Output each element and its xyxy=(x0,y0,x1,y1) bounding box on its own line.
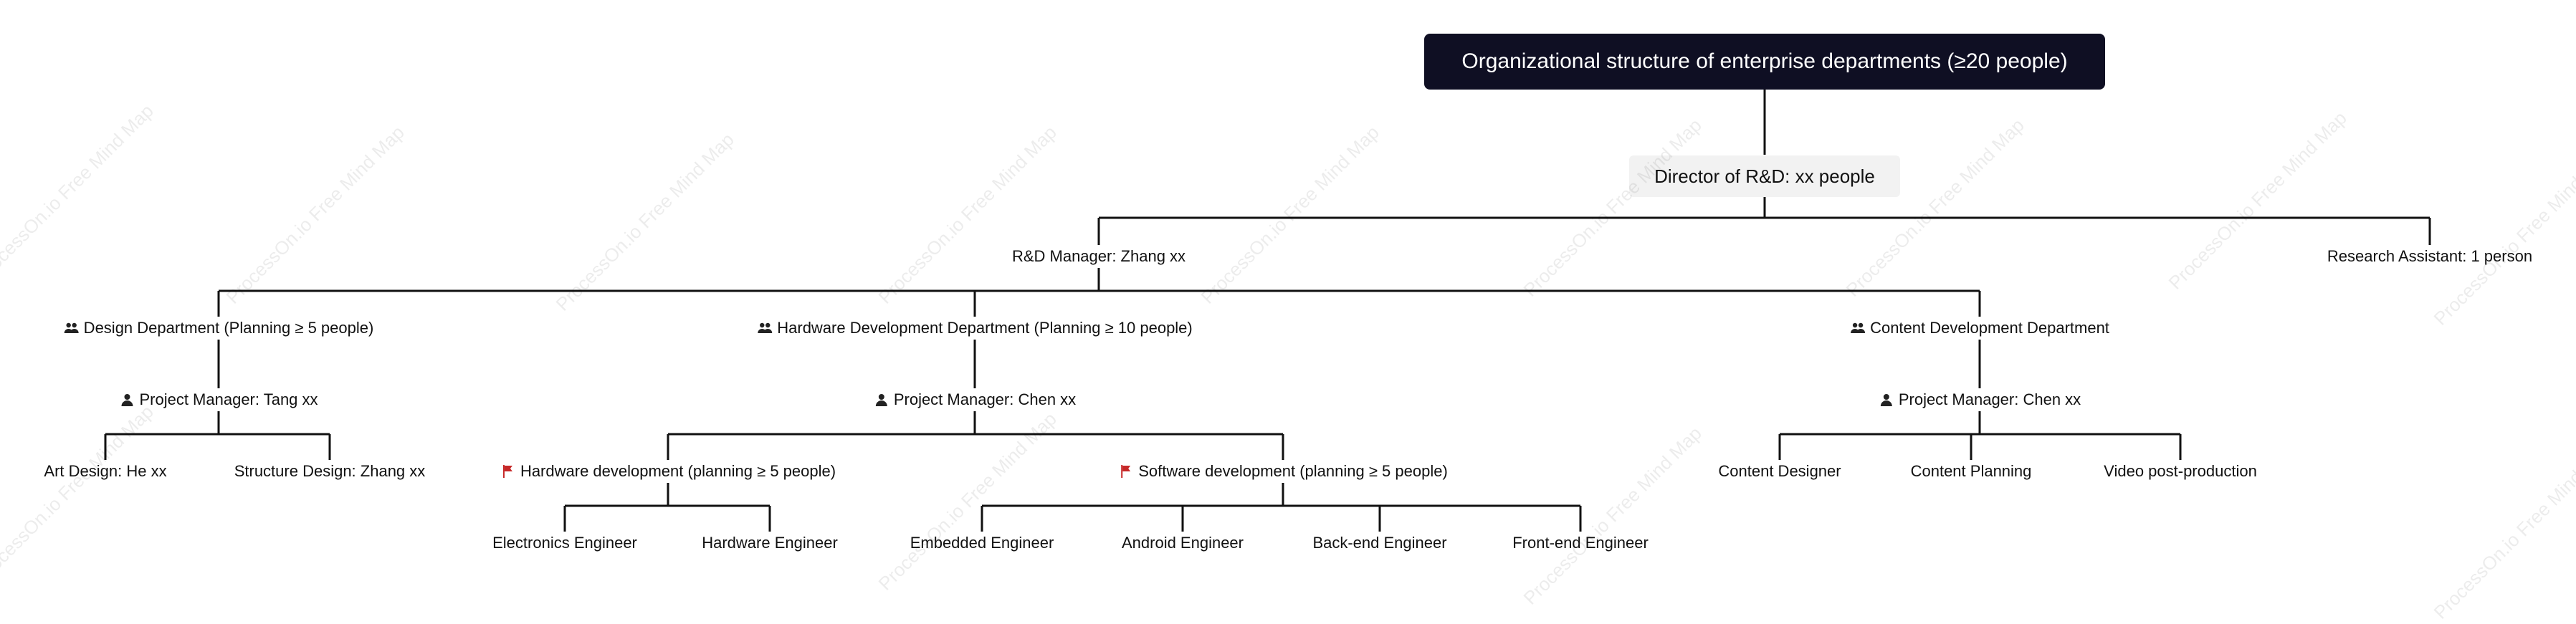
content-member-video[interactable]: Video post-production xyxy=(2104,461,2257,481)
engineer-backend[interactable]: Back-end Engineer xyxy=(1312,533,1446,553)
content-member-planning[interactable]: Content Planning xyxy=(1911,461,2032,481)
flag-icon xyxy=(1118,464,1134,479)
content-department-node[interactable]: Content Development Department xyxy=(1850,318,2109,338)
software-group-node[interactable]: Software development (planning ≥ 5 peopl… xyxy=(1118,461,1448,481)
design-project-manager-node[interactable]: Project Manager: Tang xx xyxy=(119,390,318,410)
connector-lines xyxy=(104,89,2431,532)
person-icon xyxy=(874,392,889,408)
hardware-group-label: Hardware development (planning ≥ 5 peopl… xyxy=(520,462,836,480)
design-member-label: Structure Design: Zhang xx xyxy=(234,462,426,480)
research-assistant-node[interactable]: Research Assistant: 1 person xyxy=(2327,246,2532,267)
rd-manager-node[interactable]: R&D Manager: Zhang xx xyxy=(1012,246,1186,267)
engineer-label: Front-end Engineer xyxy=(1512,534,1649,552)
design-department-label: Design Department (Planning ≥ 5 people) xyxy=(83,319,374,337)
engineer-frontend[interactable]: Front-end Engineer xyxy=(1512,533,1649,553)
hardware-department-label: Hardware Development Department (Plannin… xyxy=(777,319,1193,337)
research-assistant-label: Research Assistant: 1 person xyxy=(2327,247,2533,265)
content-member-label: Content Planning xyxy=(1910,462,2032,480)
group-icon xyxy=(757,320,773,336)
engineer-embedded[interactable]: Embedded Engineer xyxy=(910,533,1054,553)
engineer-label: Back-end Engineer xyxy=(1312,534,1447,552)
hardware-group-node[interactable]: Hardware development (planning ≥ 5 peopl… xyxy=(500,461,836,481)
engineer-label: Embedded Engineer xyxy=(910,534,1054,552)
flag-icon xyxy=(500,464,516,479)
engineer-label: Hardware Engineer xyxy=(702,534,838,552)
content-member-designer[interactable]: Content Designer xyxy=(1718,461,1841,481)
content-member-label: Content Designer xyxy=(1718,462,1841,480)
hardware-department-node[interactable]: Hardware Development Department (Plannin… xyxy=(757,318,1193,338)
engineer-label: Android Engineer xyxy=(1121,534,1244,552)
root-node[interactable]: Organizational structure of enterprise d… xyxy=(1424,34,2105,90)
engineer-electronics[interactable]: Electronics Engineer xyxy=(492,533,637,553)
org-chart: Organizational structure of enterprise d… xyxy=(0,34,2576,623)
engineer-android[interactable]: Android Engineer xyxy=(1122,533,1244,553)
design-member-art[interactable]: Art Design: He xx xyxy=(44,461,166,481)
design-member-structure[interactable]: Structure Design: Zhang xx xyxy=(234,461,426,481)
content-member-label: Video post-production xyxy=(2104,462,2257,480)
person-icon xyxy=(119,392,135,408)
engineer-label: Electronics Engineer xyxy=(492,534,637,552)
director-node[interactable]: Director of R&D: xx people xyxy=(1629,155,1900,197)
engineer-hardware[interactable]: Hardware Engineer xyxy=(702,533,838,553)
director-label: Director of R&D: xx people xyxy=(1654,165,1875,187)
software-group-label: Software development (planning ≥ 5 peopl… xyxy=(1138,462,1448,480)
group-icon xyxy=(1850,320,1866,336)
hardware-project-manager-node[interactable]: Project Manager: Chen xx xyxy=(874,390,1076,410)
hardware-project-manager-label: Project Manager: Chen xx xyxy=(893,390,1077,408)
content-project-manager-node[interactable]: Project Manager: Chen xx xyxy=(1879,390,2081,410)
person-icon xyxy=(1879,392,1894,408)
content-project-manager-label: Project Manager: Chen xx xyxy=(1898,390,2081,408)
content-department-label: Content Development Department xyxy=(1870,319,2109,337)
root-title: Organizational structure of enterprise d… xyxy=(1461,49,2068,73)
rd-manager-label: R&D Manager: Zhang xx xyxy=(1011,247,1186,265)
design-member-label: Art Design: He xx xyxy=(44,462,167,480)
group-icon xyxy=(64,320,80,336)
design-project-manager-label: Project Manager: Tang xx xyxy=(139,390,318,408)
design-department-node[interactable]: Design Department (Planning ≥ 5 people) xyxy=(64,318,374,338)
